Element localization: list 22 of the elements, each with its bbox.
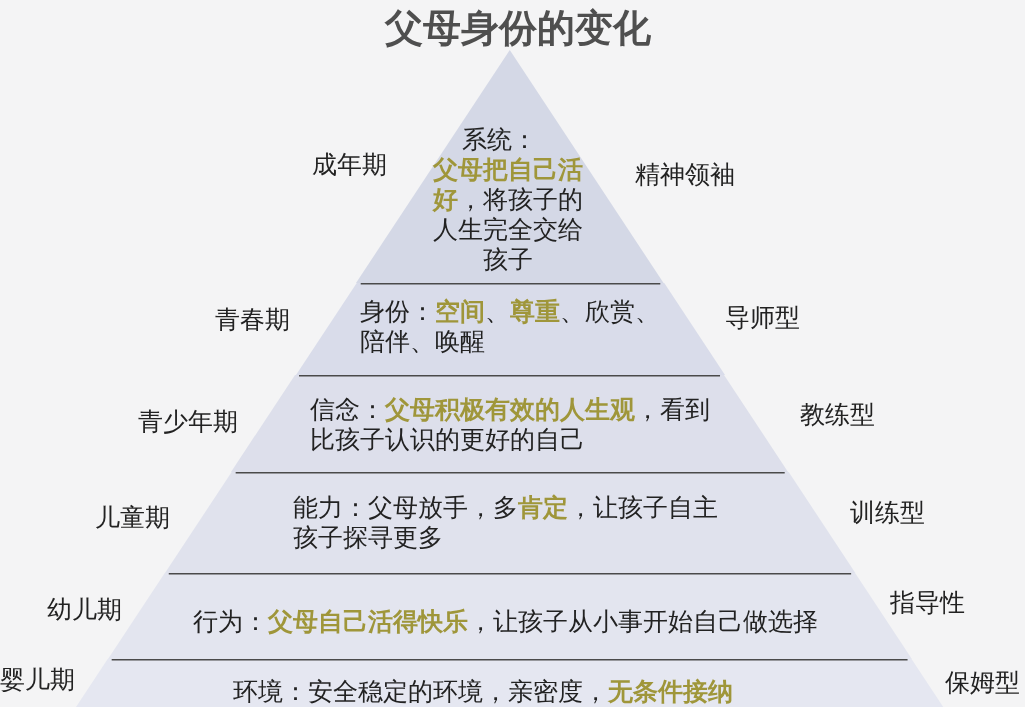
role-label: 精神领袖 (635, 160, 735, 190)
stage-label: 青春期 (215, 305, 290, 335)
tier-text: 能力：父母放手，多肯定，让孩子自主孩子探寻更多 (293, 493, 719, 553)
role-label: 指导性 (890, 588, 965, 618)
role-label: 教练型 (800, 400, 875, 430)
stage-label: 婴儿期 (0, 665, 75, 695)
stage-label: 幼儿期 (47, 595, 122, 625)
pyramid-tier (295, 283, 725, 375)
tier-text: 信念：父母积极有效的人生观，看到比孩子认识的更好的自己 (310, 395, 711, 455)
role-label: 导师型 (725, 303, 800, 333)
role-label: 训练型 (850, 498, 925, 528)
tier-text: 系统： (461, 125, 539, 155)
stage-label: 儿童期 (95, 503, 170, 533)
role-label: 保姆型 (945, 668, 1020, 698)
tier-text: 行为：父母自己活得快乐，让孩子从小事开始自己做选择 (193, 607, 819, 637)
tier-text: 父母把自己活好，将孩子的人生完全交给孩子 (431, 155, 584, 275)
tier-text: 环境：安全稳定的环境，亲密度，无条件接纳 (233, 677, 734, 707)
title: 父母身份的变化 (385, 5, 651, 51)
stage-label: 成年期 (312, 150, 387, 180)
tier-text: 身份：空间、尊重、欣赏、陪伴、唤醒 (360, 297, 661, 357)
pyramid-tier (76, 659, 944, 707)
stage-label: 青少年期 (138, 407, 238, 437)
